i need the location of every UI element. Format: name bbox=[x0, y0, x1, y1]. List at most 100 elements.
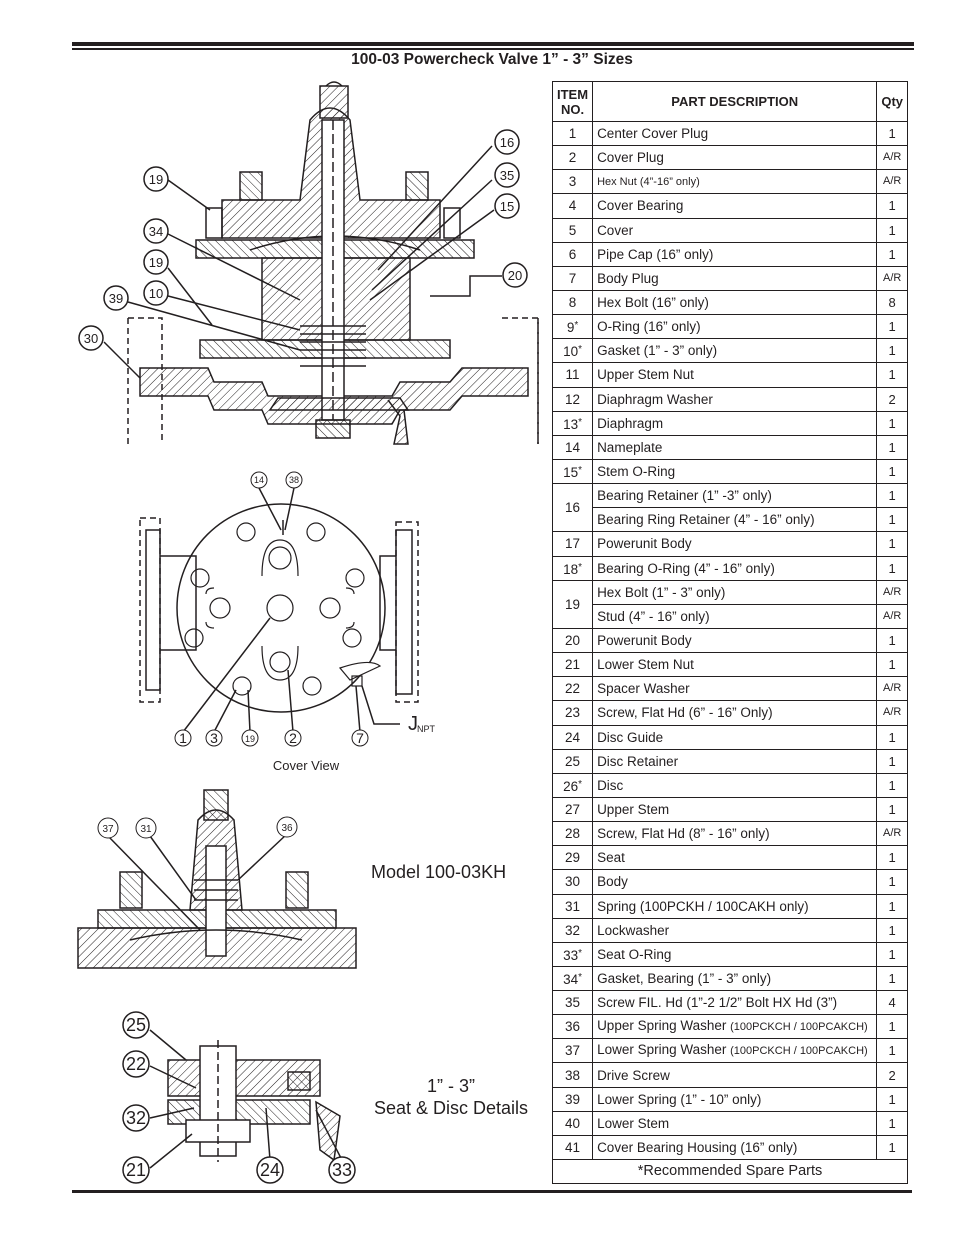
item-no-value: 17 bbox=[565, 536, 581, 552]
item-no: 18* bbox=[551, 555, 594, 581]
model-caption: Model 100-03KH bbox=[371, 862, 507, 882]
part-description-text: O-Ring (16” only) bbox=[597, 319, 701, 335]
item-no: 12 bbox=[551, 386, 594, 412]
item-no-value: 31 bbox=[565, 898, 581, 914]
seat-caption-line1: 1” - 3” bbox=[426, 1076, 475, 1096]
part-qty: A/R bbox=[876, 603, 908, 629]
part-description: Diaphragm Washer bbox=[592, 386, 878, 412]
part-qty: 1 bbox=[876, 241, 908, 267]
header-description: PART DESCRIPTION bbox=[592, 81, 878, 122]
part-description-text: Bearing Retainer (1” -3” only) bbox=[597, 488, 772, 504]
spare-part-star: * bbox=[578, 778, 582, 790]
header-item-line2: NO. bbox=[560, 101, 585, 117]
part-description-text: Hex Bolt (16” only) bbox=[597, 295, 709, 311]
part-description-text: Lower Stem Nut bbox=[597, 657, 694, 673]
item-no-value: 23 bbox=[565, 705, 581, 721]
part-description-text: Powerunit Body bbox=[597, 633, 692, 649]
callout-24: 24 bbox=[260, 1160, 280, 1180]
part-description: Cover Bearing Housing (16” only) bbox=[592, 1134, 878, 1161]
callout-10: 10 bbox=[149, 286, 163, 301]
bottom-rule bbox=[72, 1190, 912, 1193]
npt-letter: J bbox=[408, 713, 418, 735]
part-description: Bearing Ring Retainer (4” - 16” only) bbox=[592, 507, 878, 533]
callout-3: 3 bbox=[210, 730, 218, 746]
part-qty: A/R bbox=[876, 579, 908, 605]
item-no: 2 bbox=[551, 145, 594, 171]
spare-part-star: * bbox=[578, 465, 582, 477]
part-qty: 1 bbox=[876, 458, 908, 485]
callout-31: 31 bbox=[140, 824, 152, 835]
part-description: Cover bbox=[592, 217, 878, 243]
item-no-value: 35 bbox=[565, 995, 581, 1011]
part-description: Body Plug bbox=[592, 265, 878, 291]
part-qty: A/R bbox=[876, 145, 908, 171]
item-no: 40 bbox=[551, 1110, 594, 1136]
part-qty: 1 bbox=[876, 410, 908, 436]
item-no-value: 41 bbox=[565, 1139, 581, 1155]
part-qty: 1 bbox=[876, 1110, 908, 1136]
item-no-value: 13 bbox=[563, 416, 579, 432]
part-qty: 2 bbox=[876, 386, 908, 412]
part-description-text: Powerunit Body bbox=[597, 536, 692, 552]
part-qty: 1 bbox=[876, 217, 908, 243]
part-description: Gasket (1” - 3” only) bbox=[592, 338, 878, 364]
part-qty: 1 bbox=[876, 483, 908, 509]
part-description-text: Lower Stem bbox=[597, 1115, 670, 1131]
callout-30: 30 bbox=[84, 331, 98, 346]
table-row: Stud (4” - 16” only)A/R bbox=[553, 603, 908, 629]
part-description: Stud (4” - 16” only) bbox=[592, 603, 878, 629]
item-no: 7 bbox=[551, 265, 594, 291]
part-qty: 1 bbox=[876, 724, 908, 750]
part-description-text: Gasket, Bearing (1” - 3” only) bbox=[597, 970, 772, 986]
item-no: 6 bbox=[551, 241, 594, 267]
item-no: 23 bbox=[551, 700, 594, 726]
item-no: 31 bbox=[551, 893, 594, 919]
callout-16: 16 bbox=[500, 135, 514, 150]
item-no: 38 bbox=[551, 1062, 594, 1088]
item-no-value: 11 bbox=[565, 367, 580, 383]
seat-disc-drawing bbox=[122, 1011, 356, 1184]
table-footnote-row: *Recommended Spare Parts bbox=[552, 1159, 908, 1185]
part-qty: 2 bbox=[876, 1062, 908, 1088]
item-no-value: 32 bbox=[565, 922, 581, 938]
part-description-text: Screw, Flat Hd (8” - 16” only) bbox=[597, 826, 770, 842]
item-no-value: 5 bbox=[568, 222, 577, 238]
callout-22: 22 bbox=[126, 1054, 146, 1074]
part-qty: A/R bbox=[876, 169, 908, 195]
part-qty: 1 bbox=[876, 965, 908, 992]
part-description: Lower Spring Washer (100PCKCH / 100PCAKC… bbox=[592, 1038, 878, 1064]
part-description-text: Screw, Flat Hd (6” - 16” Only) bbox=[597, 705, 773, 721]
item-no-value: 21 bbox=[565, 657, 581, 673]
part-description-text: Seat bbox=[597, 850, 625, 866]
part-description: Screw FIL. Hd (1”-2 1/2” Bolt HX Hd (3”) bbox=[592, 990, 878, 1016]
part-description-text: Disc Retainer bbox=[597, 753, 679, 769]
part-description-text: Gasket (1” - 3” only) bbox=[597, 343, 718, 359]
part-description-text: Seat O-Ring bbox=[597, 946, 672, 962]
part-description-text: Spacer Washer bbox=[597, 681, 690, 697]
part-description: Disc Guide bbox=[592, 724, 878, 750]
part-description-note: Hex Nut (4”-16” only) bbox=[597, 176, 700, 189]
item-no-value: 12 bbox=[565, 391, 581, 407]
item-no-value: 2 bbox=[568, 150, 577, 166]
item-no: 41 bbox=[551, 1134, 594, 1161]
part-qty: A/R bbox=[876, 700, 908, 726]
item-no-value: 38 bbox=[565, 1067, 581, 1083]
callout-33: 33 bbox=[332, 1160, 352, 1180]
item-no-value: 34 bbox=[563, 971, 579, 987]
item-no: 21 bbox=[551, 652, 594, 678]
part-description: Upper Stem bbox=[592, 796, 878, 823]
part-description: Cover Plug bbox=[592, 145, 878, 171]
item-no-value: 7 bbox=[568, 270, 577, 286]
